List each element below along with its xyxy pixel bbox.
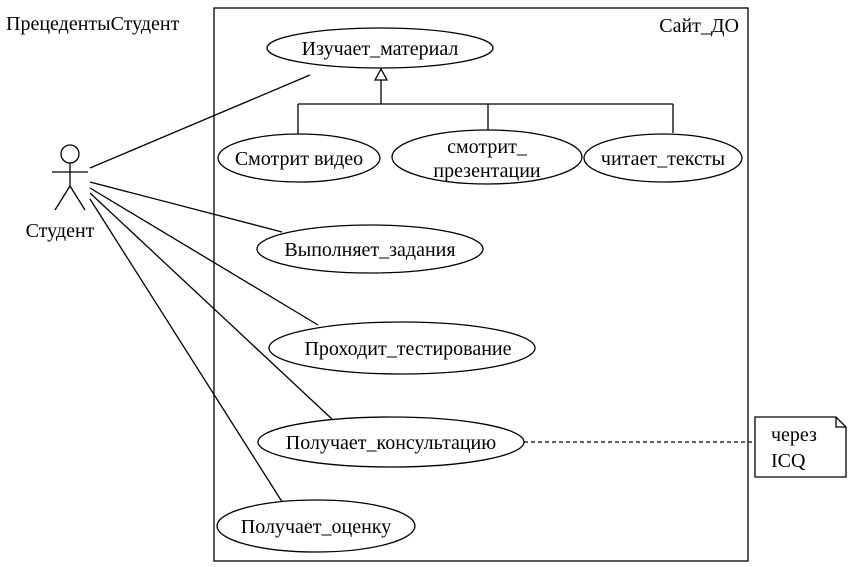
use-case-read-texts[interactable]: читает_тексты xyxy=(583,133,743,183)
actor-right-leg xyxy=(69,185,86,211)
use-case-watch-video[interactable]: Смотрит видео xyxy=(217,133,381,183)
actor-head xyxy=(60,144,80,164)
actor-student[interactable] xyxy=(52,144,88,211)
actor-label: Студент xyxy=(26,220,95,242)
use-case-watch-presentations-line2: презентации xyxy=(433,160,541,182)
use-case-read-texts-label: читает_тексты xyxy=(601,148,725,170)
use-case-take-test[interactable]: Проходит_тестирование xyxy=(268,321,536,375)
generalization-arrowhead xyxy=(373,67,389,81)
use-case-get-consultation-label: Получает_консультацию xyxy=(286,432,496,454)
system-boundary xyxy=(213,7,749,562)
use-case-get-consultation[interactable]: Получает_консультацию xyxy=(257,416,525,468)
system-name: Сайт_ДО xyxy=(659,15,739,37)
use-case-watch-presentations[interactable]: смотрит_ презентации xyxy=(391,129,583,185)
use-case-study-material[interactable]: Изучает_материал xyxy=(266,27,494,69)
association-study-material xyxy=(89,74,311,169)
use-case-watch-presentations-line1: смотрит_ xyxy=(447,136,528,158)
actor-left-leg xyxy=(54,185,71,211)
diagram-title: ПрецедентыСтудент xyxy=(6,13,180,35)
use-case-do-tasks[interactable]: Выполняет_задания xyxy=(256,224,484,274)
generalization-connector xyxy=(297,67,674,134)
use-case-get-grade[interactable]: Получает_оценку xyxy=(216,499,416,553)
association-take-test xyxy=(89,187,319,326)
association-get-consultation xyxy=(89,192,334,421)
use-case-get-grade-label: Получает_оценку xyxy=(241,516,391,538)
note-icq[interactable]: через ICQ xyxy=(754,416,847,478)
association-get-grade xyxy=(89,198,287,509)
use-case-do-tasks-label: Выполняет_задания xyxy=(284,239,455,261)
note-line1: через xyxy=(771,424,817,446)
use-case-study-material-label: Изучает_материал xyxy=(302,38,459,60)
use-case-take-test-label: Проходит_тестирование xyxy=(304,338,511,360)
association-do-tasks xyxy=(89,181,283,233)
use-case-watch-video-label: Смотрит видео xyxy=(235,148,363,170)
note-line2: ICQ xyxy=(771,450,806,472)
